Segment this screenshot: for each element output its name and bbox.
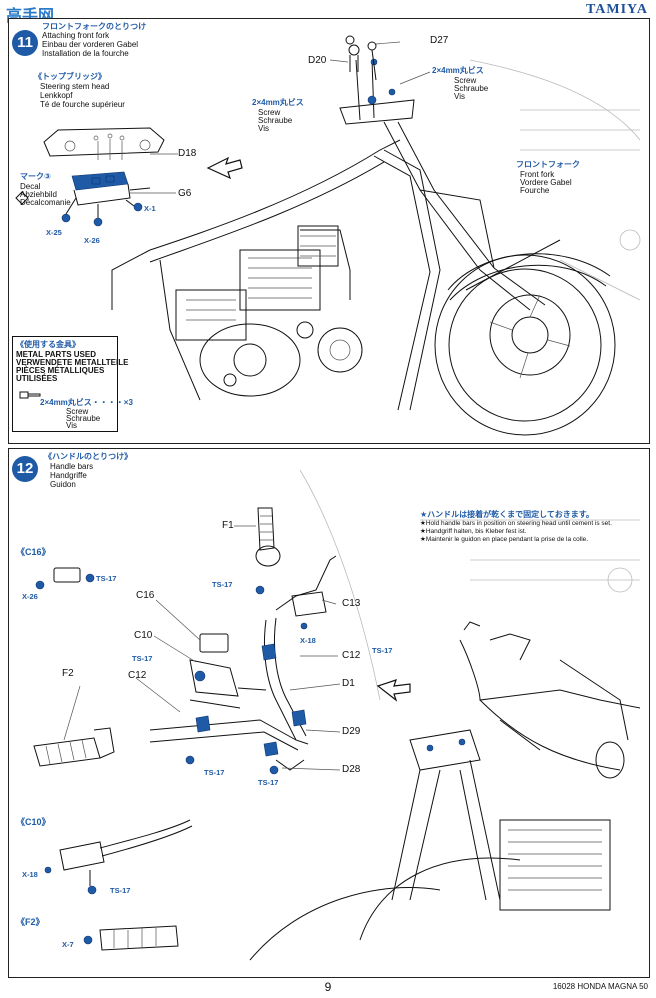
stem-head-de: Lenkkopf: [40, 91, 73, 100]
metal-parts-jp: 《使用する金具》: [16, 340, 80, 349]
screw-note-b-fr: Vis: [258, 124, 269, 133]
front-fork: [339, 59, 616, 436]
note-fr: ★Maintenir le guidon en place pendant la…: [420, 536, 589, 543]
metal-item-de: Schraube: [66, 414, 101, 423]
handlebar-d1: [149, 617, 309, 757]
part-c12-left: C12: [128, 670, 147, 681]
step-12-title-fr: Guidon: [50, 480, 76, 489]
assembled-front-end: [249, 621, 641, 961]
c10-sub-part: [44, 819, 193, 895]
note-jp: ★ハンドルは接着が乾くまで固定しておきます。: [420, 510, 594, 519]
step-11-title-de: Einbau der vorderen Gabel: [42, 40, 139, 49]
part-c12-right: C12: [342, 650, 361, 661]
decal-fr: Décalcomanie: [20, 198, 71, 207]
part-d28: D28: [342, 764, 361, 775]
stem-head-en: Steering stem head: [40, 82, 110, 91]
part-d29: D29: [342, 726, 361, 737]
paint-ts17-g: TS-17: [258, 778, 279, 787]
metal-item-fr: Vis: [66, 421, 77, 430]
step-11-title-fr: Installation de la fourche: [42, 49, 129, 58]
step-11-number: 11: [12, 30, 38, 56]
part-d20: D20: [308, 55, 327, 66]
step-12-number: 12: [12, 456, 38, 482]
part-c10: C10: [134, 630, 153, 641]
motorcycle-frame: [111, 139, 441, 411]
part-c16: C16: [136, 590, 155, 601]
screw-note-b-de: Schraube: [258, 116, 293, 125]
part-c13: C13: [342, 598, 361, 609]
metal-parts-fr2: UTILISÉES: [16, 374, 58, 383]
sub-label-f2: 《F2》: [16, 917, 45, 927]
brand-logo: TAMIYA: [585, 2, 648, 17]
stem-head-jp: 《トップブリッジ》: [34, 72, 106, 81]
stem-head-fr: Té de fourche supérieur: [40, 100, 125, 109]
part-d18: D18: [178, 148, 197, 159]
page-number: 9: [324, 980, 332, 994]
screw-note-a-en: Screw: [454, 76, 477, 85]
paint-ts17-e: TS-17: [204, 768, 225, 777]
part-x18-a: X-18: [300, 636, 316, 645]
metal-parts-en: METAL PARTS USED: [16, 350, 97, 359]
part-d1: D1: [342, 678, 355, 689]
step-11-title-en: Attaching front fork: [42, 31, 110, 40]
paint-ts17-d: TS-17: [372, 646, 393, 655]
left-control-assembly: [189, 633, 267, 709]
decal-de: Abziehbild: [20, 190, 57, 199]
sub-label-c16: 《C16》: [16, 547, 51, 557]
part-f1: F1: [222, 520, 234, 531]
part-x18-b: X-18: [22, 870, 38, 879]
part-f2: F2: [62, 668, 74, 679]
decal-jp: マーク③: [20, 172, 51, 181]
screw-note-b-en: Screw: [258, 108, 281, 117]
metal-parts-box: [12, 336, 118, 432]
paint-ts17-a: TS-17: [96, 574, 117, 583]
part-d27: D27: [430, 35, 449, 46]
top-bridge-part: [43, 127, 165, 160]
step-12-title-en: Handle bars: [50, 462, 94, 471]
grip-f2: [33, 727, 115, 767]
screw-note-a-de: Schraube: [454, 84, 489, 93]
part-x25: X-25: [46, 228, 62, 237]
f2-sub-part: [83, 925, 179, 951]
step-12-title-de: Handgriffe: [50, 471, 87, 480]
decal-en: Decal: [20, 182, 41, 191]
part-x1: X-1: [144, 204, 156, 213]
paint-ts17-f: TS-17: [110, 886, 131, 895]
note-en: ★Hold handle bars in position on steerin…: [420, 520, 612, 527]
front-fork-en: Front fork: [520, 170, 555, 179]
step-11-title-jp: フロントフォークのとりつけ: [42, 22, 147, 31]
part-x26-b: X-26: [22, 592, 38, 601]
paint-ts17-c: TS-17: [132, 654, 153, 663]
step-12-title-jp: 《ハンドルのとりつけ》: [44, 452, 133, 461]
part-x26: X-26: [84, 236, 100, 245]
metal-item-en: Screw: [66, 407, 89, 416]
metal-parts-fr1: PIÈCES MÉTALLIQUES: [16, 366, 105, 375]
sub-label-c10: 《C10》: [16, 817, 51, 827]
metal-parts-de: VERWENDETE METALLTEILE: [16, 358, 129, 367]
direction-arrow: [206, 156, 243, 180]
decal-icon: [15, 191, 29, 205]
screw-note-a-fr: Vis: [454, 92, 465, 101]
engine: [175, 225, 363, 397]
model-code: 16028 HONDA MAGNA 50: [552, 982, 648, 991]
part-g6: G6: [178, 188, 192, 199]
note-de: ★Handgriff halten, bis Kleber fest ist.: [420, 528, 527, 535]
paint-ts17-b: TS-17: [212, 580, 233, 589]
screw-note-a-jp: 2×4mm丸ビス: [432, 66, 484, 75]
screw-note-b-jp: 2×4mm丸ビス: [252, 98, 304, 107]
grip-f1: [255, 507, 281, 567]
metal-item-jp: 2×4mm丸ビス・・・・×3: [40, 398, 133, 407]
front-fork-de: Vordere Gabel: [520, 178, 572, 187]
part-x7: X-7: [62, 940, 74, 949]
front-fork-jp: フロントフォーク: [516, 160, 580, 169]
front-fork-fr: Fourche: [520, 186, 550, 195]
direction-arrow: [376, 679, 411, 702]
